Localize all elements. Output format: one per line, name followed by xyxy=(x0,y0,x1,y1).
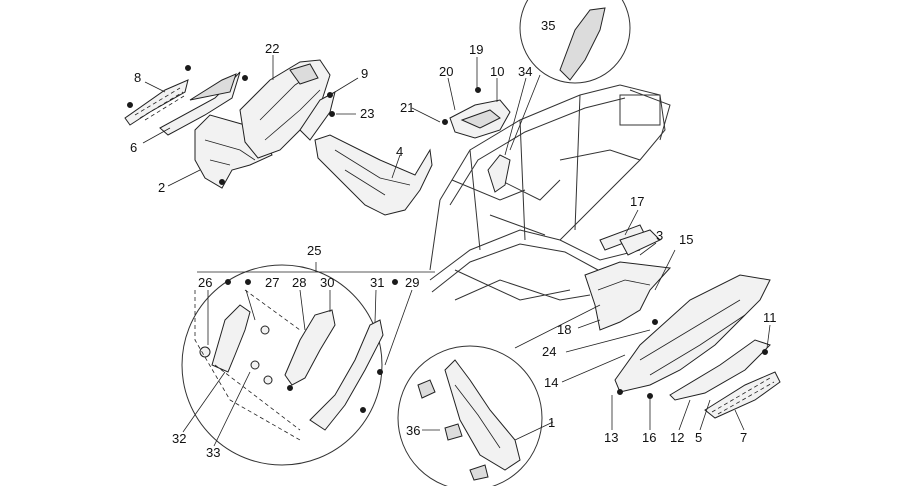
part-4-tunnel-cover xyxy=(314,134,433,216)
callout-2: 2 xyxy=(158,180,165,195)
part-3-bracket xyxy=(619,229,661,256)
callout-12: 12 xyxy=(670,430,684,445)
callout-33: 33 xyxy=(206,445,220,460)
callout-3: 3 xyxy=(656,228,663,243)
callout-24: 24 xyxy=(542,344,556,359)
part-5-mat xyxy=(669,339,771,401)
part-1-panel xyxy=(444,359,521,471)
callout-25: 25 xyxy=(307,243,321,258)
callout-27: 27 xyxy=(265,275,279,290)
part-31-rail xyxy=(309,319,384,431)
fasteners xyxy=(127,65,768,413)
callout-19: 19 xyxy=(469,42,483,57)
callout-8: 8 xyxy=(134,70,141,85)
callout-20: 20 xyxy=(439,64,453,79)
callout-26: 26 xyxy=(198,275,212,290)
callout-34: 34 xyxy=(518,64,532,79)
callout-18: 18 xyxy=(557,322,571,337)
callout-23: 23 xyxy=(360,106,374,121)
part-14-footboard xyxy=(614,274,771,393)
callout-22: 22 xyxy=(265,41,279,56)
callout-32: 32 xyxy=(172,431,186,446)
callout-4: 4 xyxy=(396,144,403,159)
part-6-panel xyxy=(159,71,241,136)
callout-13: 13 xyxy=(604,430,618,445)
scooter-frame xyxy=(429,84,671,301)
part-26-bracket xyxy=(211,304,251,373)
callout-7: 7 xyxy=(740,430,747,445)
detail-circle-35 xyxy=(519,0,631,84)
callout-36: 36 xyxy=(406,423,420,438)
callout-10: 10 xyxy=(490,64,504,79)
callout-35: 35 xyxy=(541,18,555,33)
callout-15: 15 xyxy=(679,232,693,247)
part-36-clips xyxy=(417,379,489,481)
callout-31: 31 xyxy=(370,275,384,290)
callout-17: 17 xyxy=(630,194,644,209)
callout-28: 28 xyxy=(292,275,306,290)
callout-9: 9 xyxy=(361,66,368,81)
callout-1: 1 xyxy=(548,415,555,430)
part-35-grip xyxy=(559,7,606,81)
detail-circle-1 xyxy=(397,345,543,486)
callout-11: 11 xyxy=(763,310,777,325)
callout-labels: 1 2 3 4 5 6 7 8 9 10 11 12 13 14 15 16 1… xyxy=(130,18,777,460)
detail-circle-25 xyxy=(181,264,383,466)
callout-21: 21 xyxy=(400,100,414,115)
part-18-bracket xyxy=(584,261,672,331)
part-28-cover xyxy=(284,309,336,386)
callout-14: 14 xyxy=(544,375,558,390)
callout-5: 5 xyxy=(695,430,702,445)
leader-lines xyxy=(142,55,771,447)
callout-30: 30 xyxy=(320,275,334,290)
part-9-plate xyxy=(299,91,336,141)
callout-6: 6 xyxy=(130,140,137,155)
callout-29: 29 xyxy=(405,275,419,290)
washer xyxy=(199,346,211,358)
callout-16: 16 xyxy=(642,430,656,445)
part-34-hook xyxy=(487,154,511,193)
